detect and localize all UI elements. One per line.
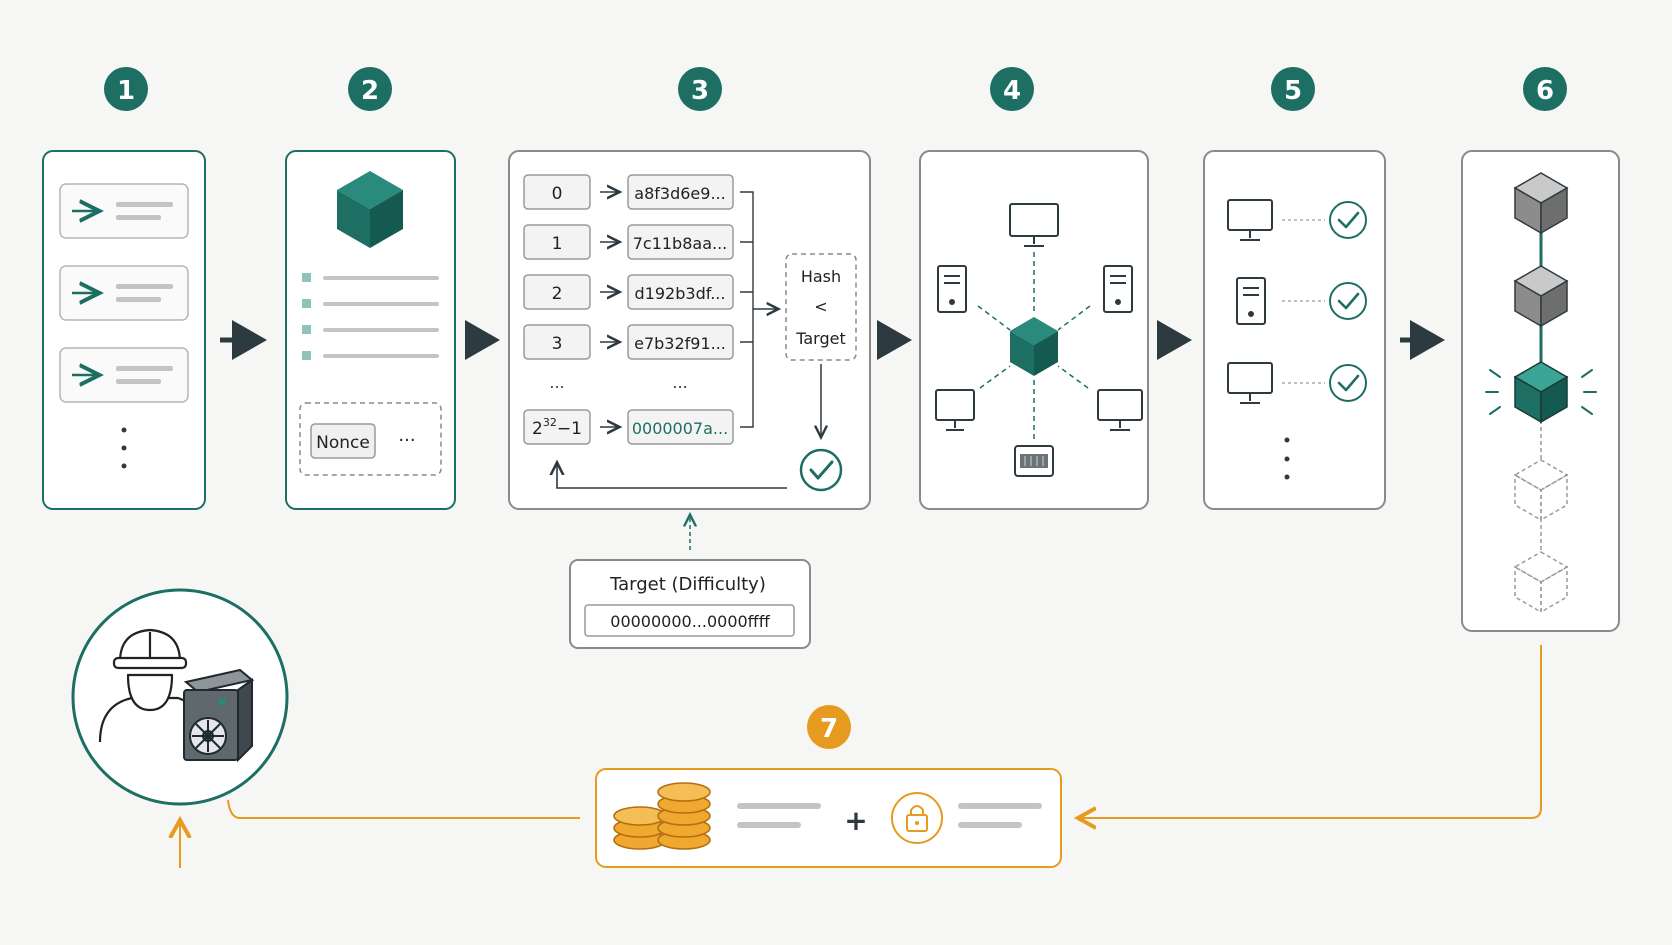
future-block-icon (1513, 551, 1569, 614)
compare-target-label: Target (795, 329, 846, 348)
step-1-badge: 1 (104, 67, 148, 111)
monitor-icon (935, 389, 975, 431)
server-icon (1103, 265, 1133, 313)
panel-validation (1203, 150, 1386, 510)
chain-block-icon (1513, 172, 1569, 235)
mining-rig-icon (1014, 445, 1054, 477)
new-block-icon (1513, 361, 1569, 424)
hash-row-winning: 232−1 0000007a... (523, 409, 734, 445)
hash-ellipsis: ... (672, 373, 687, 392)
nonce-more-label: ··· (398, 430, 415, 451)
step-3-number: 3 (691, 76, 709, 106)
hash-row: 2 d192b3df... (523, 274, 734, 310)
monitor-icon (1227, 199, 1273, 241)
transaction-item (59, 265, 189, 321)
nonce-value: 3 (552, 334, 563, 354)
coins-icon (613, 782, 711, 850)
hash-row: 1 7c11b8aa... (523, 224, 734, 260)
panel-hashing: 0 a8f3d6e9... 1 7c11b8aa... 2 d192b3df..… (508, 150, 871, 510)
step-6-number: 6 (1536, 76, 1554, 106)
hash-row: 3 e7b32f91... (523, 324, 734, 360)
step-3-badge: 3 (678, 67, 722, 111)
panel-broadcast (919, 150, 1149, 510)
vertical-dots-icon (121, 427, 127, 469)
compare-operator: < (814, 297, 827, 316)
reward-flow-arrow (1080, 645, 1542, 818)
target-difficulty-box: Target (Difficulty) 00000000...0000ffff (569, 559, 811, 649)
check-circle-icon (1329, 364, 1367, 402)
hash-value: a8f3d6e9... (634, 184, 725, 203)
nonce-field (310, 423, 376, 459)
validator-row (1236, 277, 1367, 325)
step-4-badge: 4 (990, 67, 1034, 111)
nonce-field-group (299, 402, 442, 476)
monitor-icon (1097, 389, 1143, 431)
panel-block-template: Nonce ··· (285, 150, 456, 510)
target-title: Target (Difficulty) (609, 574, 766, 595)
step-7-badge: 7 (807, 705, 851, 749)
validator-row (1227, 199, 1367, 241)
vertical-dots-icon (1284, 437, 1290, 480)
nonce-ellipsis: ... (549, 373, 564, 392)
check-circle-icon (1329, 282, 1367, 320)
retry-loop-arrow (557, 464, 787, 489)
check-circle-icon (799, 448, 843, 492)
server-icon (937, 265, 967, 313)
step-1-number: 1 (117, 76, 135, 106)
reward-to-miner-line (227, 799, 580, 819)
cube-icon (1010, 317, 1058, 376)
step-6-badge: 6 (1523, 67, 1567, 111)
plus-sign: + (844, 804, 867, 837)
panel-blockchain (1461, 150, 1620, 632)
step-7-number: 7 (820, 714, 838, 744)
monitor-icon (1227, 362, 1273, 404)
step-4-number: 4 (1003, 76, 1021, 106)
cube-icon (337, 171, 403, 248)
nonce-label: Nonce (316, 433, 370, 453)
lock-icon (891, 792, 943, 844)
hash-row: 0 a8f3d6e9... (523, 174, 734, 210)
block-data-lines (302, 273, 439, 360)
compare-hash-label: Hash (801, 267, 841, 286)
nonce-value: 0 (552, 184, 563, 204)
chain-block-icon (1513, 265, 1569, 328)
hash-compare-box (785, 253, 857, 361)
panel-transactions (42, 150, 206, 510)
step-5-number: 5 (1284, 76, 1302, 106)
miner-icon (71, 588, 289, 806)
network-links (977, 252, 1091, 440)
step-5-badge: 5 (1271, 67, 1315, 111)
winning-hash-value: 0000007a... (632, 419, 728, 438)
transaction-item (59, 183, 189, 239)
validator-row (1227, 362, 1367, 404)
step-2-badge: 2 (348, 67, 392, 111)
last-nonce-value: 232−1 (532, 416, 582, 439)
future-block-icon (1513, 459, 1569, 522)
step-2-number: 2 (361, 76, 379, 106)
nonce-value: 2 (552, 284, 563, 304)
panel-reward: + (595, 768, 1062, 868)
monitor-icon (1009, 203, 1059, 247)
transaction-item (59, 347, 189, 403)
hash-value: d192b3df... (635, 284, 726, 303)
server-icon (1236, 277, 1266, 325)
hash-value: 7c11b8aa... (633, 234, 728, 253)
target-value: 00000000...0000ffff (610, 612, 770, 631)
nonce-value: 1 (552, 234, 563, 254)
hash-value: e7b32f91... (634, 334, 726, 353)
check-circle-icon (1329, 201, 1367, 239)
sparkle-icon (1485, 369, 1597, 415)
